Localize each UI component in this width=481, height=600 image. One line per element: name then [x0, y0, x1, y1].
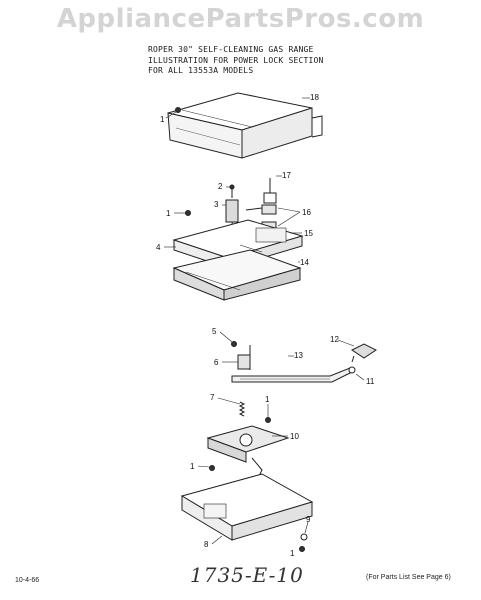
callout-15: 15 — [304, 229, 313, 238]
screw-1-lower — [209, 465, 215, 471]
callout-18: 18 — [310, 93, 319, 102]
callout-12: 12 — [330, 335, 339, 344]
screw-1-top — [175, 107, 181, 113]
callout-7: 7 — [210, 393, 215, 402]
part-13-lock-rod — [231, 367, 353, 383]
callout-13: 13 — [294, 351, 303, 360]
callout-1-bottom: 1 — [290, 549, 295, 558]
callout-1-top: 1 — [160, 115, 165, 124]
part-10-latch-mechanism — [206, 425, 290, 479]
callout-6: 6 — [214, 358, 219, 367]
part-9-washer — [300, 533, 308, 541]
callout-1-lower-mid: 1 — [265, 395, 270, 404]
part-14-housing — [172, 249, 302, 301]
callout-labels: 1 18 17 2 3 16 1 15 4 14 5 12 13 6 11 7 … — [156, 93, 375, 558]
callout-16: 16 — [302, 208, 311, 217]
callout-10: 10 — [290, 432, 299, 441]
diagram-title: ROPER 30" SELF-CLEANING GAS RANGE ILLUST… — [148, 45, 348, 77]
watermark-logo: AppliancePartsPros.com — [56, 4, 425, 34]
callout-14: 14 — [300, 258, 309, 267]
callout-2: 2 — [218, 182, 223, 191]
part-12-knob — [351, 343, 377, 359]
title-line-2: ILLUSTRATION FOR POWER LOCK SECTION — [148, 55, 324, 65]
callout-1-mid: 1 — [166, 209, 171, 218]
callout-8: 8 — [204, 540, 209, 549]
part-2-pin — [229, 184, 235, 198]
screw-1-mid — [185, 210, 191, 216]
callout-5: 5 — [212, 327, 217, 336]
part-11-clip — [348, 355, 356, 374]
screw-1-lower-mid — [265, 417, 271, 423]
callout-17: 17 — [282, 171, 291, 180]
title-line-1: ROPER 30" SELF-CLEANING GAS RANGE — [148, 45, 314, 54]
part-6-bracket — [237, 345, 251, 370]
part-8-base-tray — [180, 473, 314, 541]
callout-11: 11 — [366, 377, 375, 386]
part-17-switch-pin — [263, 178, 277, 204]
callout-1-lower: 1 — [190, 462, 195, 471]
title-line-3: FOR ALL 13553A MODELS — [148, 66, 254, 75]
screw-1-bottom — [299, 546, 305, 552]
footer-parts-list-note: (For Parts List See Page 6) — [366, 574, 451, 581]
part-18-top-cover — [167, 92, 323, 159]
callout-3: 3 — [214, 200, 219, 209]
footer-date: 10-4-66 — [15, 577, 40, 584]
footer-handwritten-code: 1735-E-10 — [190, 563, 304, 587]
callout-4: 4 — [156, 243, 161, 252]
callout-9: 9 — [306, 515, 311, 524]
part-7-spring — [238, 401, 246, 417]
part-5-screw — [231, 341, 237, 347]
leader-lines — [164, 97, 365, 545]
